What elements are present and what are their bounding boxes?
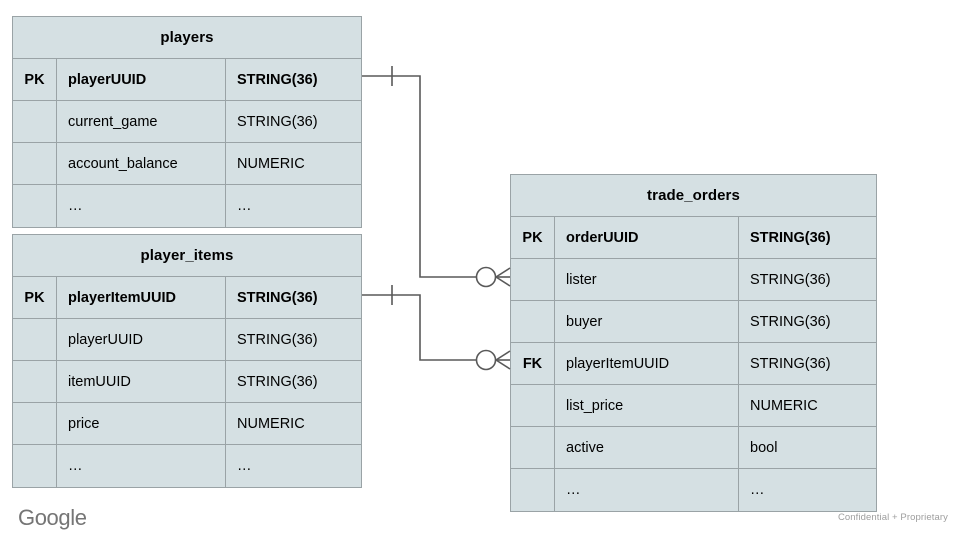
column-type: STRING(36) <box>237 113 318 130</box>
column-type: STRING(36) <box>750 229 831 246</box>
table-row[interactable]: … … <box>13 445 361 487</box>
column-key <box>13 445 57 487</box>
table-row[interactable]: list_price NUMERIC <box>511 385 876 427</box>
column-name: … <box>555 469 739 511</box>
column-type: … <box>750 482 765 498</box>
confidentiality-note: Confidential + Proprietary <box>837 512 948 523</box>
table-row[interactable]: … … <box>511 469 876 511</box>
relationship-line-1 <box>362 75 476 278</box>
crowsfoot-lower-1 <box>495 276 511 287</box>
column-name: list_price <box>555 385 739 426</box>
column-key <box>511 469 555 511</box>
table-row[interactable]: account_balance NUMERIC <box>13 143 361 185</box>
crowsfoot-upper-2 <box>495 350 511 361</box>
table-row[interactable]: playerUUID STRING(36) <box>13 319 361 361</box>
column-name: playerItemUUID <box>57 277 226 318</box>
google-logo: Google <box>18 505 87 530</box>
column-key: PK <box>13 59 57 100</box>
column-name: buyer <box>555 301 739 342</box>
column-name: price <box>57 403 226 444</box>
entity-player-items-title: player_items <box>13 235 361 277</box>
column-key <box>511 259 555 300</box>
column-type: NUMERIC <box>237 155 305 172</box>
column-key: FK <box>511 343 555 384</box>
entity-players-title: players <box>13 17 361 59</box>
column-name: playerUUID <box>57 59 226 100</box>
column-name: playerItemUUID <box>555 343 739 384</box>
entity-players[interactable]: players PK playerUUID STRING(36) current… <box>12 16 362 228</box>
column-name: account_balance <box>57 143 226 184</box>
column-type: … <box>237 198 252 214</box>
column-key <box>13 361 57 402</box>
column-key: PK <box>511 217 555 258</box>
table-row[interactable]: price NUMERIC <box>13 403 361 445</box>
relationship-line-2 <box>362 294 476 361</box>
column-type: … <box>237 458 252 474</box>
crowsfoot-lower-2 <box>495 359 511 370</box>
column-key <box>511 385 555 426</box>
column-name: … <box>57 445 226 487</box>
column-name: lister <box>555 259 739 300</box>
column-key <box>13 319 57 360</box>
cardinality-zero-circle-2 <box>475 349 497 371</box>
column-key: PK <box>13 277 57 318</box>
column-key <box>13 185 57 227</box>
column-key <box>13 143 57 184</box>
column-name: current_game <box>57 101 226 142</box>
column-name: … <box>57 185 226 227</box>
column-name: active <box>555 427 739 468</box>
entity-player-items[interactable]: player_items PK playerItemUUID STRING(36… <box>12 234 362 488</box>
column-key <box>511 301 555 342</box>
column-type: STRING(36) <box>750 355 831 372</box>
table-row[interactable]: itemUUID STRING(36) <box>13 361 361 403</box>
column-type: STRING(36) <box>237 71 318 88</box>
column-key <box>13 101 57 142</box>
column-type: bool <box>750 439 778 456</box>
column-type: STRING(36) <box>237 331 318 348</box>
column-type: STRING(36) <box>750 271 831 288</box>
column-type: NUMERIC <box>237 415 305 432</box>
table-row[interactable]: buyer STRING(36) <box>511 301 876 343</box>
column-type: STRING(36) <box>237 289 318 306</box>
table-row[interactable]: current_game STRING(36) <box>13 101 361 143</box>
table-row[interactable]: lister STRING(36) <box>511 259 876 301</box>
column-type: NUMERIC <box>750 397 818 414</box>
table-row[interactable]: PK orderUUID STRING(36) <box>511 217 876 259</box>
relationship-player-items-to-trade-orders <box>362 285 511 371</box>
column-type: STRING(36) <box>237 373 318 390</box>
relationship-players-to-trade-orders <box>362 66 511 288</box>
column-name: playerUUID <box>57 319 226 360</box>
table-row[interactable]: … … <box>13 185 361 227</box>
column-key <box>13 403 57 444</box>
table-row[interactable]: FK playerItemUUID STRING(36) <box>511 343 876 385</box>
table-row[interactable]: active bool <box>511 427 876 469</box>
column-name: orderUUID <box>555 217 739 258</box>
entity-trade-orders-title: trade_orders <box>511 175 876 217</box>
table-row[interactable]: PK playerUUID STRING(36) <box>13 59 361 101</box>
cardinality-zero-circle-1 <box>475 266 497 288</box>
column-key <box>511 427 555 468</box>
crowsfoot-upper-1 <box>495 267 511 278</box>
entity-trade-orders[interactable]: trade_orders PK orderUUID STRING(36) lis… <box>510 174 877 512</box>
column-name: itemUUID <box>57 361 226 402</box>
table-row[interactable]: PK playerItemUUID STRING(36) <box>13 277 361 319</box>
column-type: STRING(36) <box>750 313 831 330</box>
